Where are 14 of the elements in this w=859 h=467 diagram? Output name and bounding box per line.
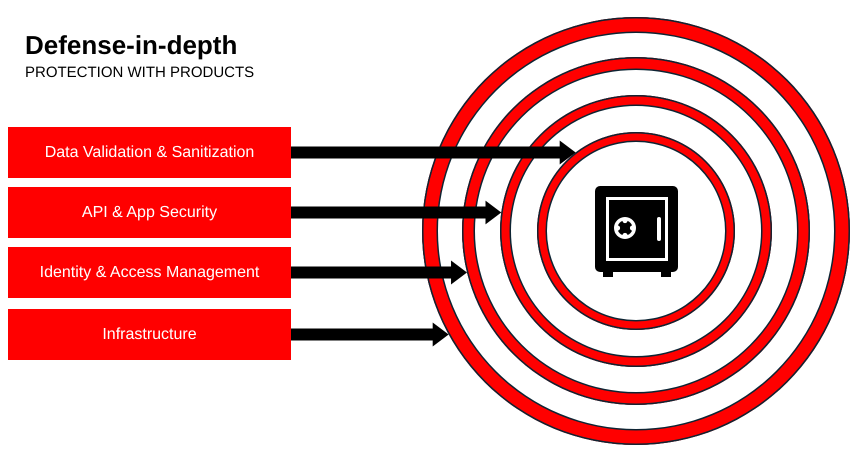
arrow bbox=[291, 200, 502, 224]
subtitle: PROTECTION WITH PRODUCTS bbox=[25, 64, 254, 82]
ring bbox=[462, 57, 810, 405]
title: Defense-in-depth bbox=[25, 30, 238, 60]
ring bbox=[537, 132, 735, 330]
layer-box: API & App Security bbox=[8, 187, 291, 238]
ring bbox=[500, 95, 772, 367]
arrow bbox=[291, 322, 449, 346]
arrow bbox=[291, 140, 576, 164]
ring bbox=[422, 17, 850, 445]
layer-box: Identity & Access Management bbox=[8, 247, 291, 298]
layer-box: Data Validation & Sanitization bbox=[8, 127, 291, 178]
layer-box: Infrastructure bbox=[8, 309, 291, 360]
arrow bbox=[291, 260, 468, 284]
